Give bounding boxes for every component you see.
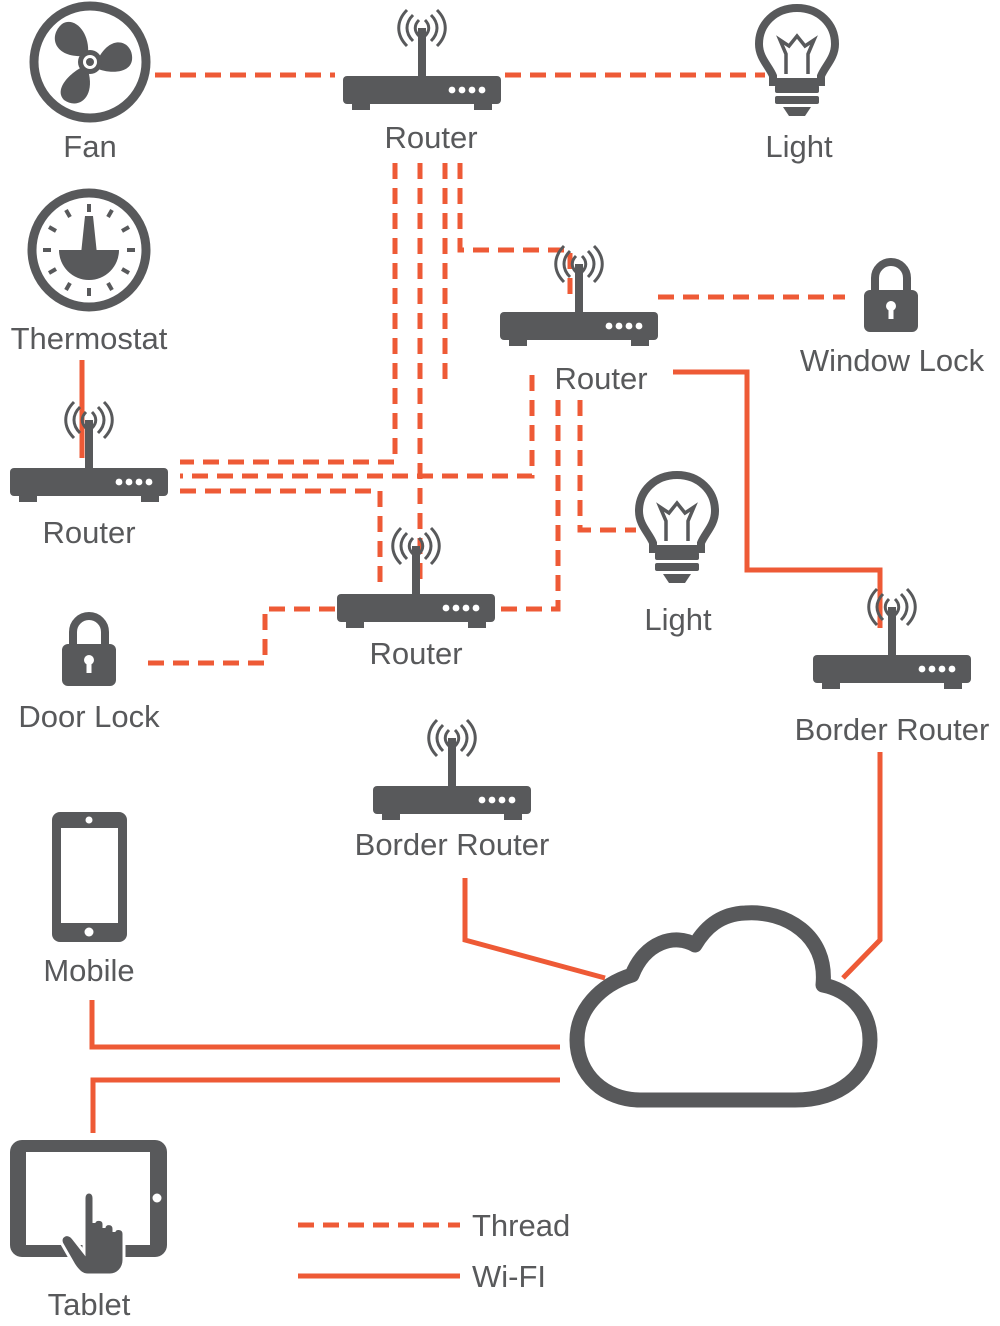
door-lock-node: Door Lock [18, 616, 160, 734]
legend: Thread Wi-FI [298, 1208, 570, 1294]
thermostat-node: Thermostat [11, 188, 168, 356]
tablet-touch-icon [10, 1140, 167, 1277]
mobile-node: Mobile [43, 812, 135, 988]
router-icon [371, 718, 533, 822]
mobile-label: Mobile [43, 953, 134, 988]
router-icon [335, 526, 497, 630]
router-icon [8, 400, 170, 504]
router-icon [341, 8, 503, 112]
border-router-right-label: Border Router [795, 712, 990, 747]
wifi-link-mobile-cloud [89, 1000, 560, 1050]
thread-links [140, 72, 845, 666]
padlock-icon [62, 616, 116, 686]
wifi-link-border-router-cloud-right [841, 752, 883, 980]
thermostat-label: Thermostat [11, 321, 168, 356]
thread-link-router-top-router-mid [457, 163, 573, 298]
wifi-link-border-router-cloud-left [462, 878, 606, 981]
thread-link-router-center-door-lock [140, 606, 335, 666]
light-mid-label: Light [644, 602, 712, 637]
light-mid-node: Light [639, 475, 715, 637]
router-center-node: Router [335, 526, 497, 671]
router-left-node: Router [8, 400, 170, 550]
thread-link-router-left-router-center [180, 488, 383, 582]
light-top-label: Light [765, 129, 833, 164]
door-lock-label: Door Lock [18, 699, 160, 734]
router-left-label: Router [42, 515, 135, 550]
padlock-icon [864, 262, 918, 332]
lightbulb-icon [759, 8, 835, 116]
lightbulb-icon [639, 475, 715, 583]
smartphone-icon [52, 812, 127, 942]
thread-link-router-mid-router-left [180, 375, 535, 479]
thread-link-router-top-router-left-a [180, 163, 398, 465]
cloud-icon [569, 905, 878, 1108]
tablet-label: Tablet [48, 1287, 131, 1322]
router-mid-node: Router [498, 244, 660, 396]
wifi-link-tablet-cloud [90, 1077, 560, 1133]
router-center-label: Router [369, 636, 462, 671]
fan-label: Fan [63, 129, 116, 164]
border-router-center-node: Border Router [355, 718, 550, 862]
router-icon [498, 244, 660, 348]
router-top-label: Router [384, 120, 477, 155]
router-top-node: Router [341, 8, 503, 155]
fan-node: Fan [29, 1, 151, 164]
router-icon [811, 587, 973, 691]
border-router-right-node: Border Router [795, 587, 990, 747]
router-mid-label: Router [554, 361, 647, 396]
window-lock-label: Window Lock [800, 343, 985, 378]
thread-link-router-mid-light [577, 400, 636, 533]
wifi-link-router-mid-border-router [673, 369, 883, 628]
window-lock-node: Window Lock [800, 262, 985, 378]
light-top-node: Light [759, 8, 835, 164]
legend-thread-label: Thread [472, 1208, 570, 1243]
wifi-links [79, 360, 883, 1133]
fan-icon [29, 1, 151, 123]
thermostat-icon [27, 188, 151, 312]
thread-link-router-mid-router-center [498, 400, 561, 612]
legend-wifi-label: Wi-FI [472, 1259, 546, 1294]
border-router-center-label: Border Router [355, 827, 550, 862]
tablet-node: Tablet [10, 1140, 167, 1322]
